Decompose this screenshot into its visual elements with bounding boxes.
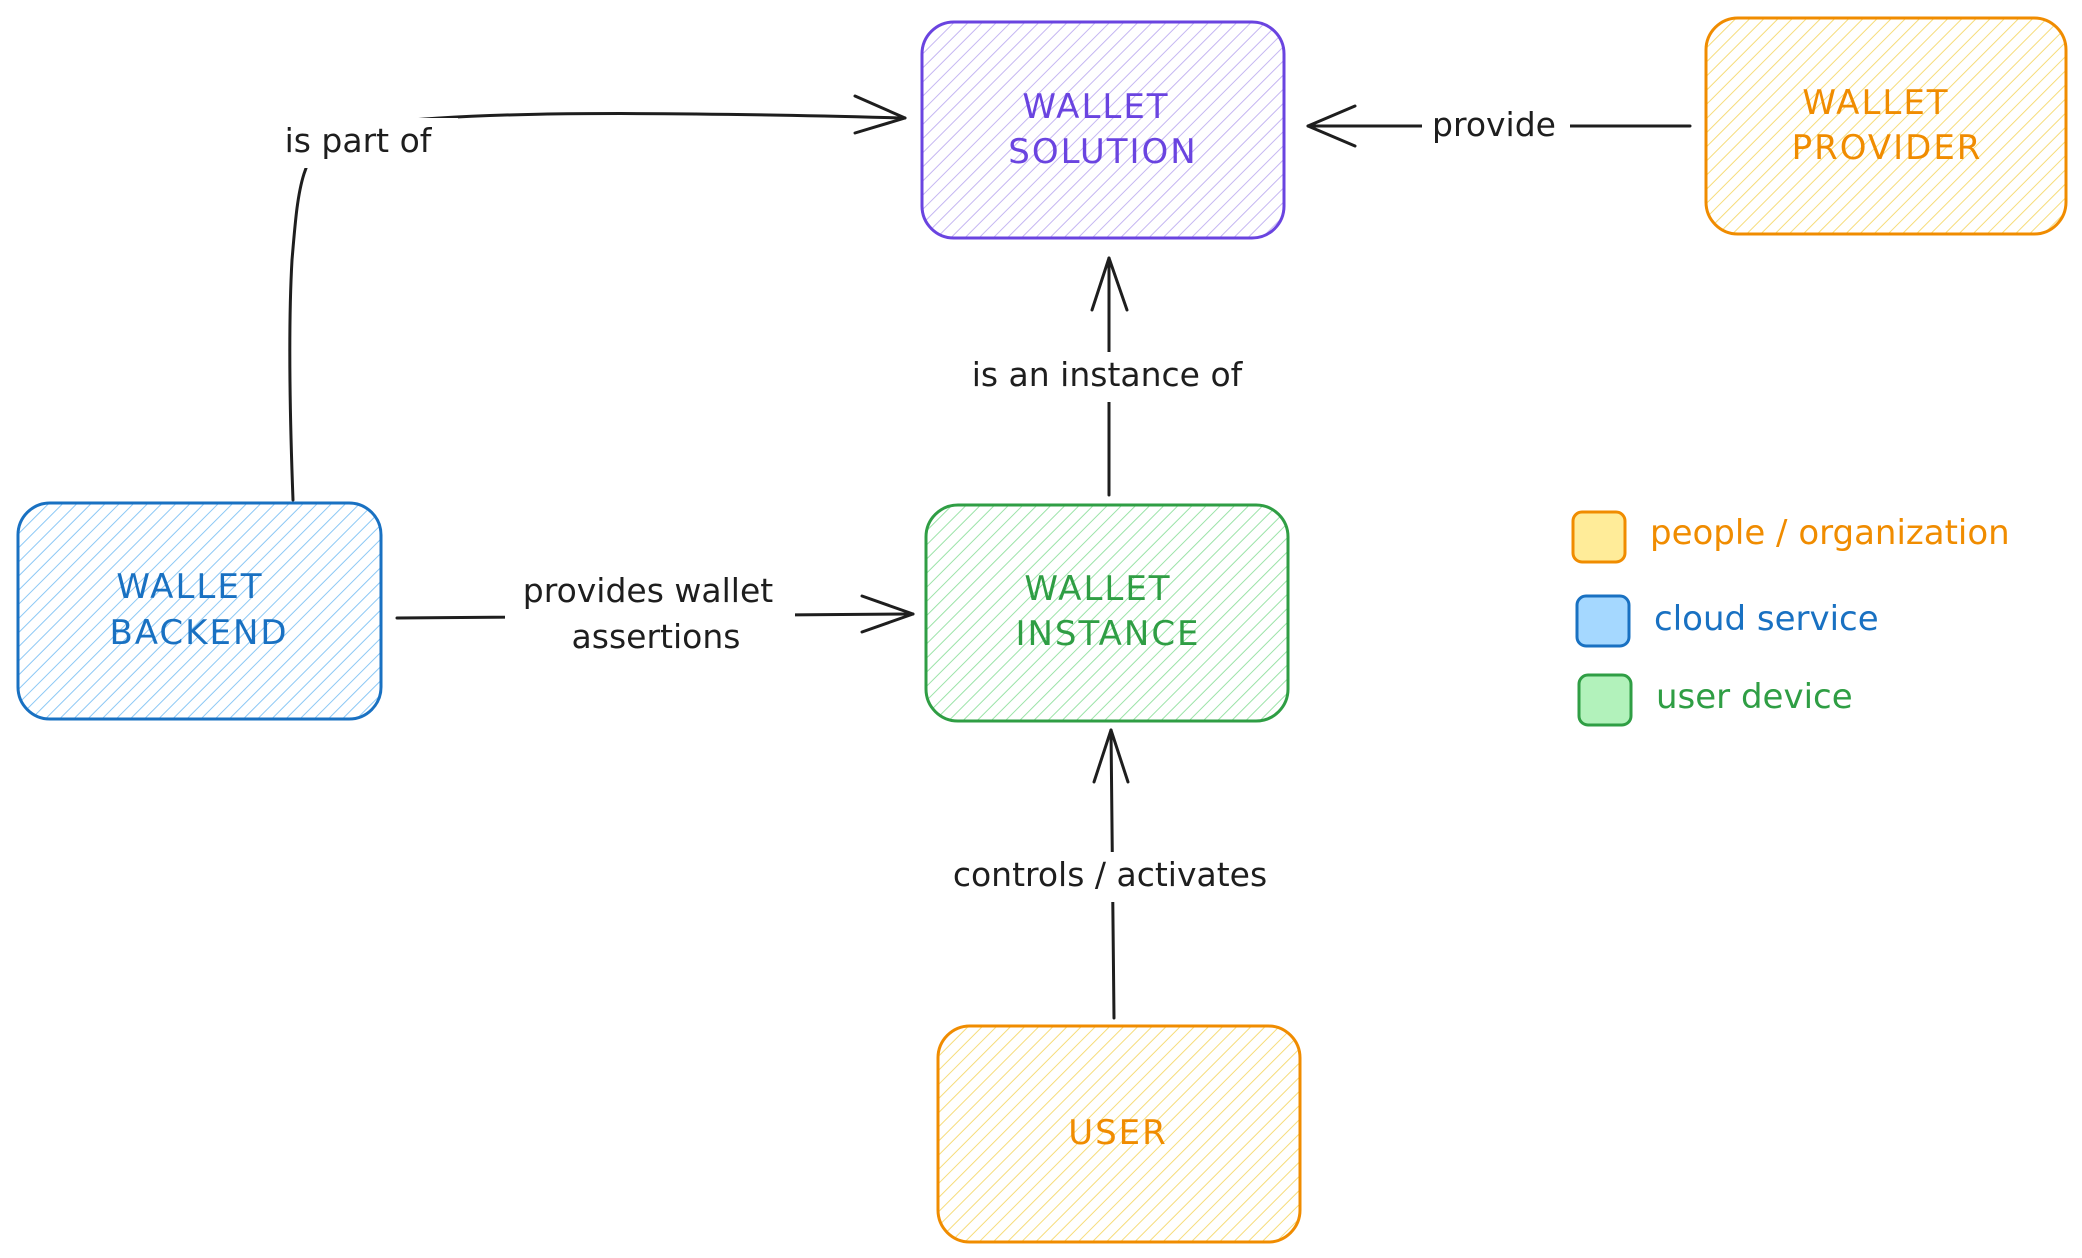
legend-swatch-people [1571, 510, 1627, 564]
node-wallet-instance-line1: WALLET [1024, 569, 1171, 609]
legend-label-device: user device [1656, 677, 1853, 717]
edge-provides-wallet-assertions: provides wallet assertions [395, 568, 915, 668]
node-wallet-backend[interactable]: WALLET BACKEND [16, 501, 383, 721]
node-wallet-provider[interactable]: WALLET PROVIDER [1704, 16, 2068, 236]
node-wallet-solution-line2: SOLUTION [1008, 132, 1197, 172]
edge-controls-activates: controls / activates [918, 728, 1303, 1020]
node-wallet-backend-line1: WALLET [116, 567, 263, 607]
legend-swatch-device [1577, 673, 1633, 727]
node-wallet-instance-line2: INSTANCE [1015, 614, 1200, 654]
legend-swatch-cloud [1575, 594, 1631, 648]
edge-provide: provide [1306, 103, 1692, 151]
edge-is-part-of: is part of [258, 94, 907, 502]
node-wallet-instance[interactable]: WALLET INSTANCE [924, 503, 1290, 723]
edge-label-provides-wallet: provides wallet [523, 571, 773, 610]
legend-label-cloud: cloud service [1654, 599, 1879, 639]
edge-label-controls-activates: controls / activates [953, 855, 1267, 894]
node-wallet-backend-line2: BACKEND [109, 613, 288, 653]
edge-label-is-part-of: is part of [285, 121, 433, 160]
edge-label-provide: provide [1432, 105, 1556, 144]
node-wallet-provider-line2: PROVIDER [1792, 128, 1983, 168]
node-wallet-solution-line1: WALLET [1022, 87, 1169, 127]
edge-is-an-instance-of: is an instance of [942, 256, 1272, 497]
edge-label-assertions: assertions [572, 617, 741, 656]
node-user[interactable]: USER [936, 1024, 1302, 1244]
legend-label-people: people / organization [1650, 513, 2010, 553]
node-wallet-provider-line1: WALLET [1802, 83, 1949, 123]
node-user-label: USER [1068, 1113, 1168, 1153]
legend: people / organization cloud service user… [1571, 510, 2010, 727]
node-wallet-solution[interactable]: WALLET SOLUTION [920, 20, 1286, 240]
edge-label-is-an-instance-of: is an instance of [972, 355, 1244, 394]
